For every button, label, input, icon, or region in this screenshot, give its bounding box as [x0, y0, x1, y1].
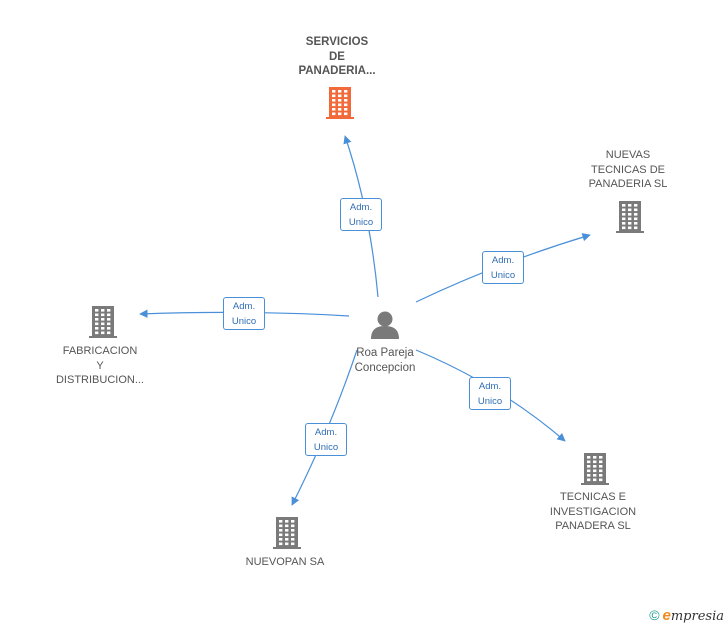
- company-label-nuevopan[interactable]: NUEVOPAN SA: [245, 556, 325, 568]
- copyright-symbol: ©: [649, 607, 660, 623]
- edge-label-nuevopan: Adm.Unico: [305, 423, 347, 456]
- company-label-nuevas[interactable]: NUEVAS TECNICAS DE PANADERIA SL: [588, 149, 668, 190]
- building-icon-nuevas[interactable]: [616, 201, 644, 233]
- building-icon-servicios[interactable]: [326, 87, 354, 119]
- person-icon[interactable]: [371, 311, 399, 340]
- building-icon-fabricacion[interactable]: [89, 306, 117, 338]
- footer-brand: ©empresia: [649, 607, 724, 624]
- edge-label-fabricacion: Adm.Unico: [223, 297, 265, 330]
- edge-label-tecnicas: Adm.Unico: [469, 377, 511, 410]
- person-name[interactable]: Roa Pareja Concepcion: [354, 347, 416, 374]
- company-label-tecnicas[interactable]: TECNICAS E INVESTIGACION PANADERA SL: [549, 491, 637, 532]
- building-icon-tecnicas[interactable]: [581, 453, 609, 485]
- company-label-servicios[interactable]: SERVICIOS DE PANADERIA...: [298, 36, 376, 77]
- brand-logo-e: e: [662, 607, 671, 624]
- company-label-fabricacion[interactable]: FABRICACION Y DISTRIBUCION...: [55, 345, 144, 386]
- buildings: [89, 87, 644, 549]
- brand-logo-text: mpresia: [670, 609, 724, 624]
- edges: [139, 135, 591, 506]
- building-icon-nuevopan[interactable]: [273, 517, 301, 549]
- edge-label-servicios: Adm.Unico: [340, 198, 382, 231]
- edge-label-nuevas: Adm.Unico: [482, 251, 524, 284]
